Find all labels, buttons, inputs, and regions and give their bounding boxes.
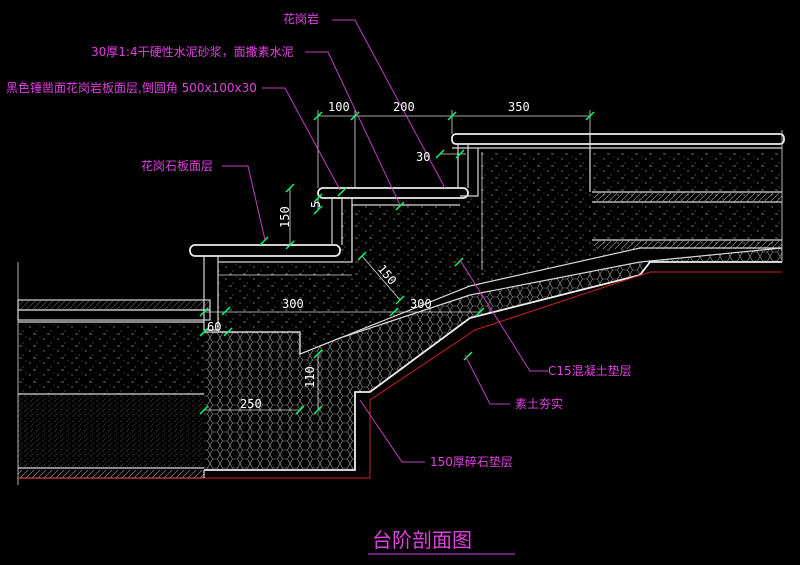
label-gravel: 150厚碎石垫层 [430,454,513,469]
dim-100: 100 [328,100,350,114]
drawing-title: 台阶剖面图 [372,528,472,552]
dim-300-left: 300 [282,297,304,311]
upper-paving [451,130,785,262]
dim-60: 60 [207,320,221,334]
dim-200: 200 [393,100,415,114]
excavation-outline [18,247,782,479]
label-granite: 花岗岩 [283,11,319,26]
dim-110: 110 [303,366,317,388]
dimensions [199,110,595,415]
stair-profile [189,143,483,331]
label-black-granite: 黑色锤凿面花岗岩板面层,倒圆角 500x100x30 [6,80,257,95]
leader-lines [222,19,548,463]
dim-300-right: 300 [410,297,432,311]
dim-150-riser: 150 [278,206,292,228]
label-c15-concrete: C15混凝土垫层 [548,363,632,378]
lower-ground-layers [17,262,211,485]
label-mortar: 30厚1:4干硬性水泥砂浆，面撒素水泥 [91,44,294,59]
dim-30: 30 [416,150,430,164]
dim-5: 5 [309,201,323,208]
label-granite-slab: 花岗石板面层 [141,158,213,173]
label-compacted-soil: 素土夯实 [515,396,563,411]
dim-250: 250 [240,397,262,411]
dim-350: 350 [508,100,530,114]
